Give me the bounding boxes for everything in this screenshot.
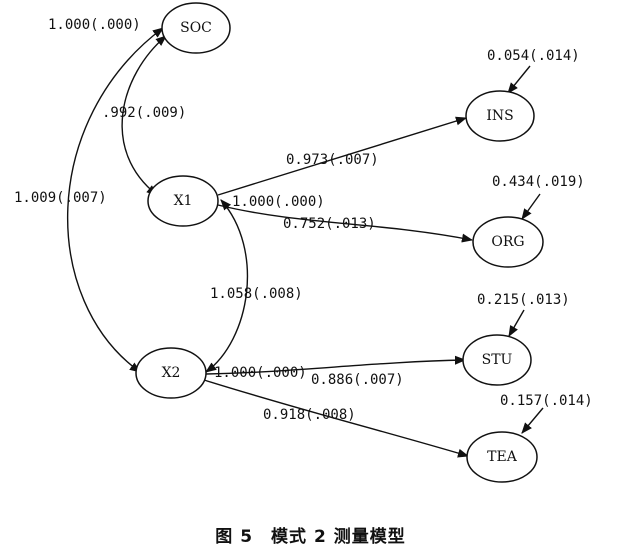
edge-x2-stu (205, 355, 467, 375)
node-org (472, 216, 544, 268)
node-x2 (135, 347, 207, 399)
node-stu (462, 334, 532, 386)
label-org-error: 0.434(.019) (492, 174, 585, 190)
label-x2-fixed: 1.000(.000) (214, 365, 307, 381)
error-arrow-ins (507, 65, 531, 94)
label-x2-stu: 0.886(.007) (311, 372, 404, 388)
measurement-model-diagram: SOC X1 X2 INS ORG STU TEA 1.000(.000) .9… (14, 2, 593, 483)
node-soc (161, 2, 231, 54)
label-soc-x2: 1.009(.007) (14, 190, 107, 206)
node-x1 (147, 175, 219, 227)
edge-x1-org (217, 204, 474, 243)
edge-soc-x2 (67, 27, 164, 373)
label-stu-error: 0.215(.013) (477, 292, 570, 308)
error-arrow-stu (508, 309, 525, 337)
edge-x2-tea (203, 379, 470, 458)
label-soc-variance: 1.000(.000) (48, 17, 141, 33)
figure-caption: 图 5 模式 2 测量模型 (215, 527, 406, 547)
node-stu-label: STU (482, 352, 513, 368)
error-arrow-org (521, 193, 541, 220)
label-x2-tea: 0.918(.008) (263, 407, 356, 423)
error-arrow-tea (521, 407, 544, 434)
edge-x1-x2 (205, 199, 249, 373)
edge-x1-ins (217, 116, 468, 196)
node-x1-label: X1 (174, 193, 193, 209)
label-x1-x2: 1.058(.008) (210, 286, 303, 302)
label-x1-ins: 0.973(.007) (286, 152, 379, 168)
node-ins-label: INS (486, 108, 513, 124)
node-tea-label: TEA (487, 449, 518, 465)
label-ins-error: 0.054(.014) (487, 48, 580, 64)
node-org-label: ORG (491, 234, 524, 250)
label-x1-fixed: 1.000(.000) (232, 194, 325, 210)
label-x1-org: 0.752(.013) (283, 216, 376, 232)
node-soc-label: SOC (180, 20, 212, 36)
node-ins (465, 90, 535, 142)
label-soc-x1: .992(.009) (102, 105, 186, 121)
label-tea-error: 0.157(.014) (500, 393, 593, 409)
node-x2-label: X2 (162, 365, 181, 381)
node-tea (466, 431, 538, 483)
